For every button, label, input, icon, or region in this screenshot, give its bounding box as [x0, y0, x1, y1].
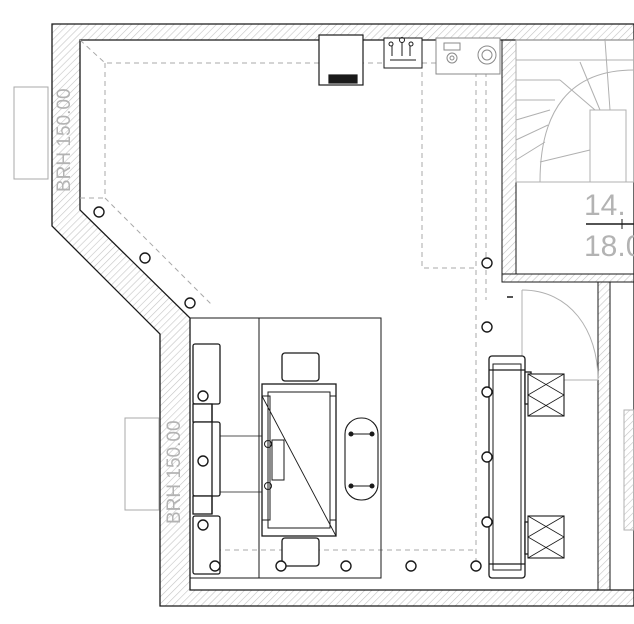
spotlight	[481, 386, 493, 398]
spotlight	[470, 560, 482, 572]
spotlight	[481, 321, 493, 333]
spotlight	[340, 560, 352, 572]
spotlight	[405, 560, 417, 572]
heater-unit	[383, 37, 423, 69]
appliance-box	[318, 34, 364, 86]
spotlight	[197, 519, 209, 531]
window-lower-label: BRH 150.00	[164, 420, 185, 524]
spotlight	[209, 560, 221, 572]
spotlight	[93, 206, 105, 218]
room-label: 14. 18.0	[584, 189, 634, 263]
spotlight	[184, 297, 196, 309]
exterior-wall	[51, 23, 634, 607]
ceiling-spotlights	[93, 206, 493, 572]
interior-wall-right	[501, 39, 634, 591]
room-area-label: 14.	[584, 189, 626, 222]
spotlight	[197, 390, 209, 402]
staircase	[515, 39, 634, 183]
lamp-lower	[527, 515, 565, 559]
window-upper	[13, 86, 49, 180]
room-height-label: 18.0	[584, 230, 634, 263]
living-zone-outline	[189, 317, 382, 579]
spotlight	[139, 252, 151, 264]
spotlight	[481, 257, 493, 269]
sideboard	[488, 355, 532, 579]
lamp-upper	[527, 373, 565, 417]
spotlight	[197, 455, 209, 467]
spotlight	[275, 560, 287, 572]
window-upper-label: BRH 150.00	[54, 88, 75, 192]
washer-unit	[435, 37, 501, 75]
ceiling-dashed-lines	[79, 39, 500, 570]
oval-table	[344, 417, 379, 501]
central-unit	[261, 352, 337, 567]
spotlight	[481, 516, 493, 528]
spotlight	[481, 451, 493, 463]
window-lower	[124, 417, 160, 511]
